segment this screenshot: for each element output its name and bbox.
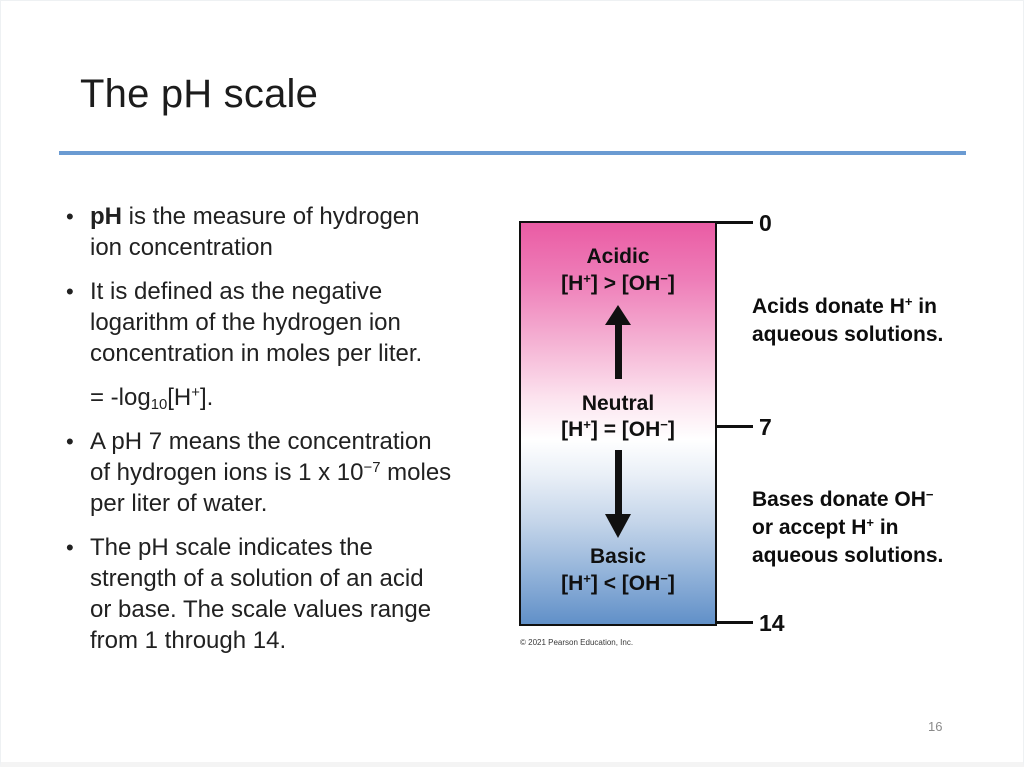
scale-label-7: 7 bbox=[759, 414, 772, 440]
basic-label: Basic bbox=[589, 545, 647, 568]
title-underline bbox=[59, 151, 966, 155]
bullet-marker-icon: • bbox=[66, 204, 74, 229]
neutral-formula: [H+] = [OH−] bbox=[561, 416, 675, 441]
down-arrow-head bbox=[605, 514, 631, 538]
ph-formula: = -log10[H+]. bbox=[90, 384, 214, 414]
up-arrow-shaft bbox=[614, 325, 622, 379]
page-title: The pH scale bbox=[80, 72, 319, 116]
bullet-marker-icon: • bbox=[66, 429, 74, 454]
ph-gradient-box: Acidic [H+] > [OH−] Neutral [H+] = [OH−]… bbox=[519, 221, 717, 626]
neutral-label: Neutral bbox=[581, 392, 655, 415]
up-arrow-head bbox=[605, 305, 631, 325]
scale-tick-14 bbox=[715, 621, 753, 624]
copyright-credit: © 2021 Pearson Education, Inc. bbox=[520, 638, 634, 647]
bullet-marker-icon: • bbox=[66, 535, 74, 560]
scale-tick-0 bbox=[715, 221, 753, 224]
scale-tick-7 bbox=[715, 425, 753, 428]
up-arrow-icon bbox=[605, 305, 631, 379]
acidic-formula: [H+] > [OH−] bbox=[561, 270, 675, 295]
page-number: 16 bbox=[928, 719, 943, 734]
scale-label-14: 14 bbox=[759, 610, 785, 636]
down-arrow-shaft bbox=[614, 450, 622, 514]
down-arrow-icon bbox=[605, 450, 631, 538]
scale-label-0: 0 bbox=[759, 210, 772, 236]
basic-formula: [H+] < [OH−] bbox=[561, 570, 675, 595]
ph-scale-figure: Acidic [H+] > [OH−] Neutral [H+] = [OH−]… bbox=[519, 210, 999, 661]
acidic-label: Acidic bbox=[586, 245, 650, 268]
bullet-marker-icon: • bbox=[66, 279, 74, 304]
